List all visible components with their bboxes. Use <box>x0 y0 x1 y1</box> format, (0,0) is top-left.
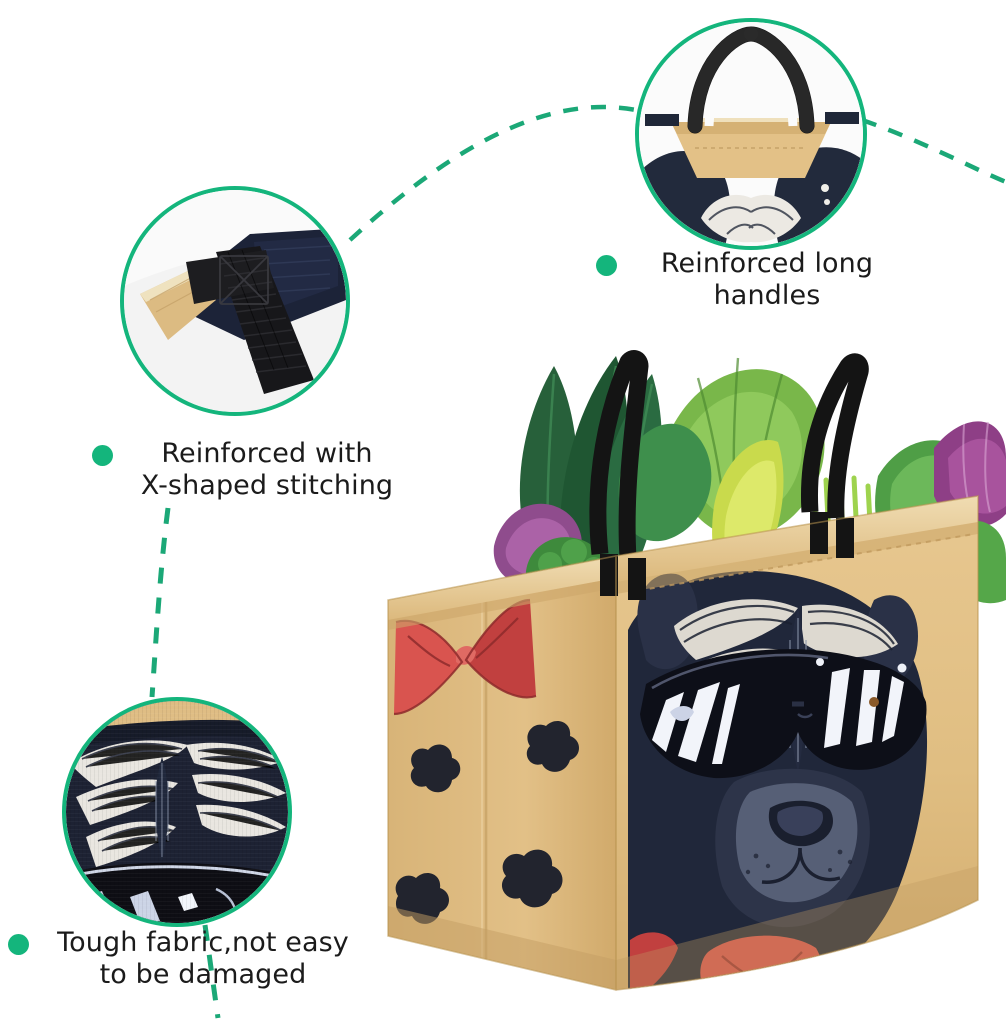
bag-side-panel <box>388 556 616 990</box>
fabric-detail-art <box>66 701 288 923</box>
stitching-detail-art <box>124 190 346 412</box>
feature-tough-fabric: Tough fabric,not easy to be damaged <box>8 927 368 992</box>
tote-bag-with-vegetables <box>387 350 1006 992</box>
feature-long-handles: Reinforced long handles <box>596 248 926 313</box>
callout-long-handles <box>635 18 867 250</box>
bag-front-panel <box>616 496 978 990</box>
feature-label-tough-fabric: Tough fabric,not easy to be damaged <box>57 927 349 991</box>
handles-detail-art <box>639 22 863 246</box>
bowtie-print <box>393 598 537 716</box>
bone-prints-side <box>395 721 579 924</box>
sunglasses-print <box>640 649 927 779</box>
feature-label-long-handles: Reinforced long handles <box>660 248 874 312</box>
feature-x-stitching: Reinforced with X-shaped stitching <box>92 438 422 503</box>
bullet-dot-icon <box>92 445 113 466</box>
bullet-dot-icon <box>596 255 617 276</box>
dash-stitching-to-handles <box>348 104 637 242</box>
bag-handles <box>589 350 869 559</box>
dash-stitching-to-fabric <box>149 507 171 698</box>
product-image <box>378 300 1006 1024</box>
bullet-dot-icon <box>8 934 29 955</box>
dash-handles-to-right <box>861 117 1006 185</box>
callout-x-stitching <box>120 186 350 416</box>
feature-label-x-stitching: Reinforced with X-shaped stitching <box>140 438 394 502</box>
callout-tough-fabric <box>62 697 292 927</box>
